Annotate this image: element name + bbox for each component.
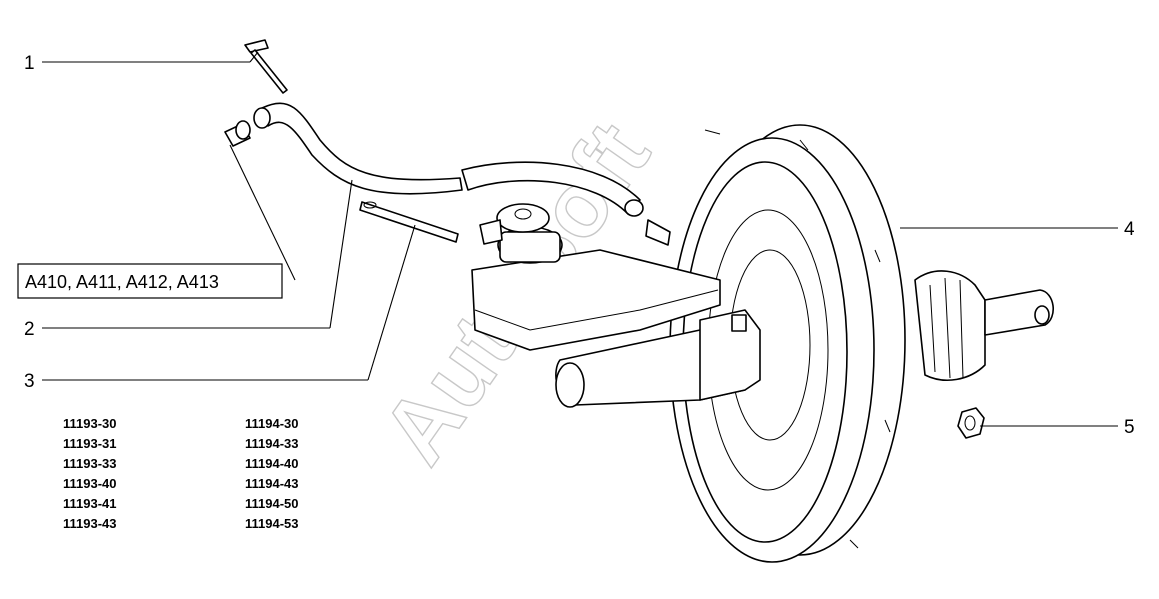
code-left-4: 11193-40 [63,476,117,491]
code-right-6: 11194-53 [245,516,299,531]
codes-left: 11193-30 11193-31 11193-33 11193-40 1119… [63,416,117,531]
code-right-5: 11194-50 [245,496,299,511]
codes-right: 11194-30 11194-33 11194-40 11194-43 1119… [245,416,299,531]
hose-clip [244,39,288,94]
callout-1: 1 [24,53,35,74]
code-right-2: 11194-33 [245,436,299,451]
fitting [224,120,251,147]
reservoir [471,203,721,351]
callout-2: 2 [24,319,35,340]
tie-strap [359,201,459,243]
callout-3: 3 [24,371,35,392]
code-left-1: 11193-30 [63,416,117,431]
code-right-3: 11194-40 [245,456,299,471]
vacuum-hose [253,102,671,246]
brake-booster [669,124,906,563]
code-left-2: 11193-31 [63,436,117,451]
callout-5: 5 [1124,417,1135,438]
reference-box-text: A410, A411, A412, A413 [25,272,219,292]
code-left-6: 11193-43 [63,516,117,531]
code-left-5: 11193-41 [63,496,117,511]
callout-4: 4 [1124,219,1135,240]
nut [957,407,985,439]
code-right-1: 11194-30 [245,416,299,431]
reference-box [17,263,283,299]
code-left-3: 11193-33 [63,456,117,471]
code-right-4: 11194-43 [245,476,299,491]
pushrod-boot [914,270,1054,381]
master-cylinder [555,309,761,408]
